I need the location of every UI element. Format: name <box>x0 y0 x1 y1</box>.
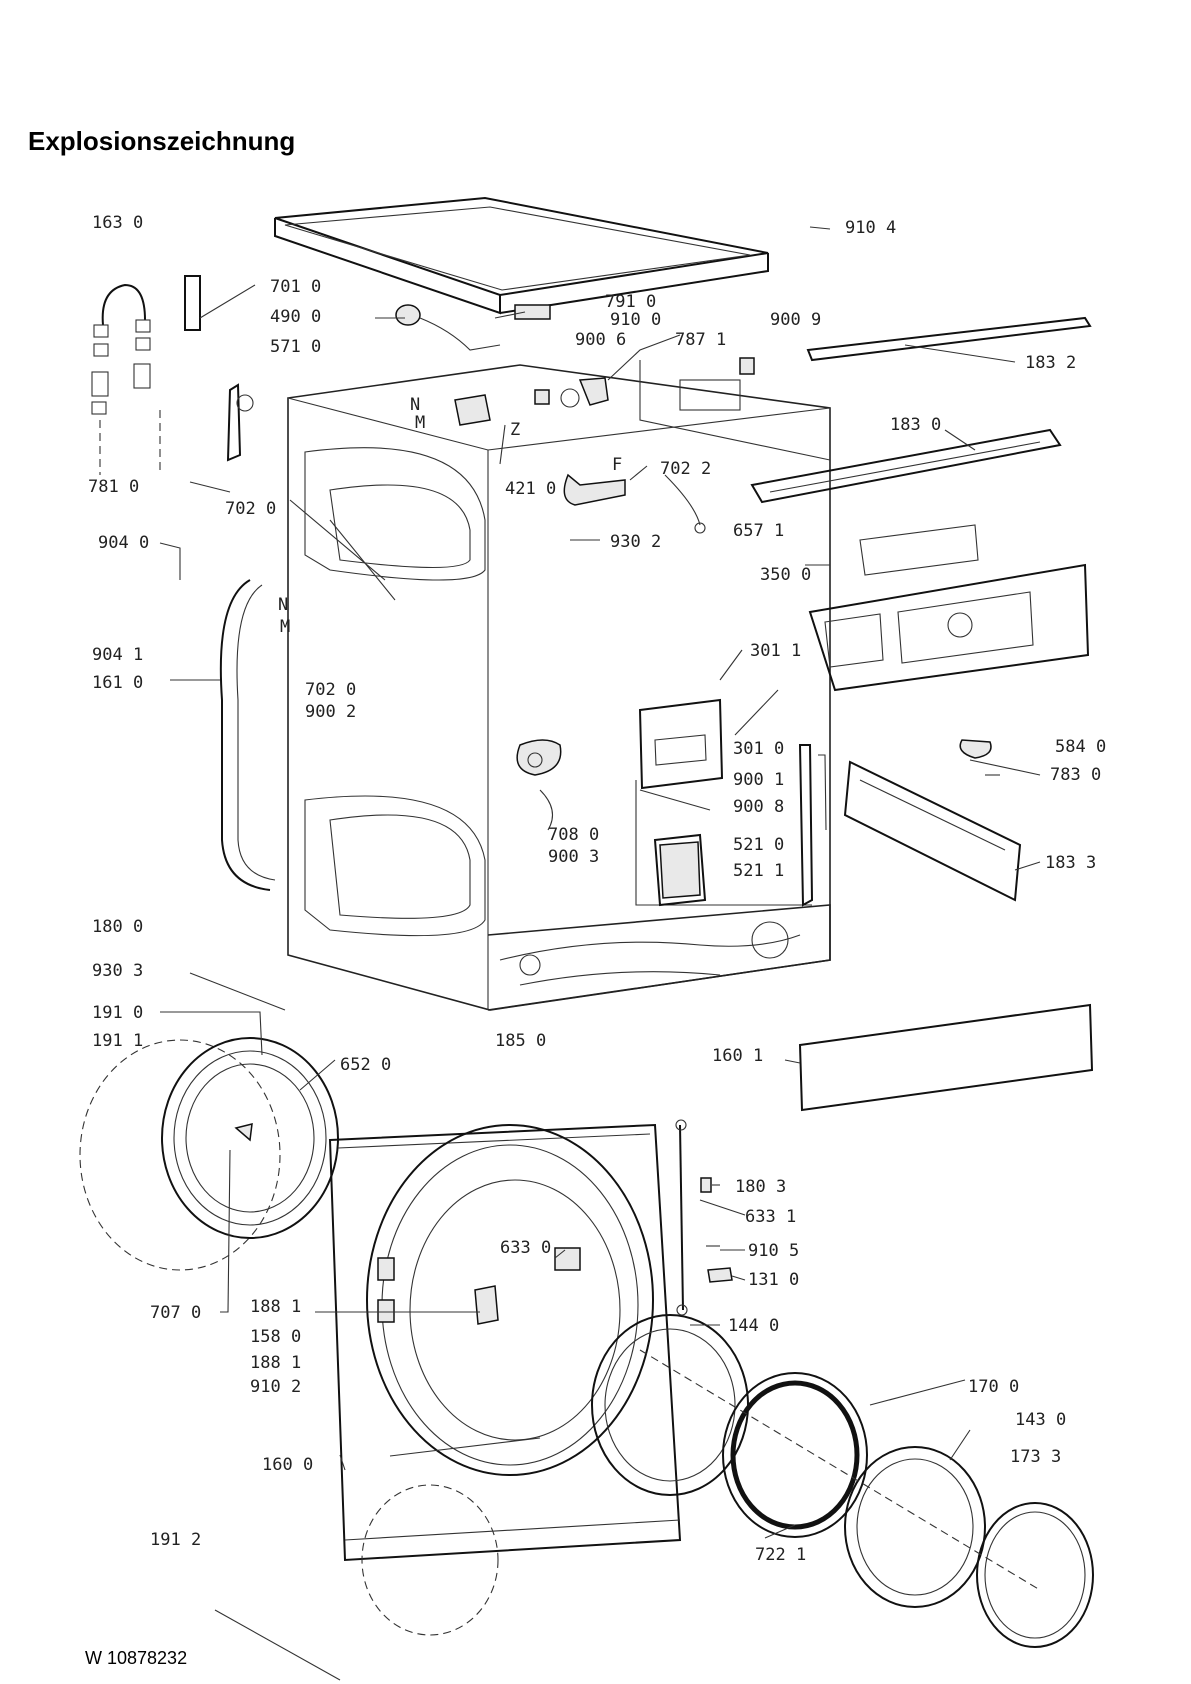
part-label: 183 0 <box>890 415 941 435</box>
part-label: 787 1 <box>675 330 726 350</box>
part-label: 900 6 <box>575 330 626 350</box>
door-assembly <box>591 1314 1094 1648</box>
part-label: 910 0 <box>610 310 661 330</box>
part-label: 904 0 <box>98 533 149 553</box>
part-label: 707 0 <box>150 1303 201 1323</box>
cabinet-body <box>287 360 831 1011</box>
callout-letters: N M N M Z F <box>278 395 622 637</box>
part-label: 185 0 <box>495 1031 546 1051</box>
callout-letter: M <box>280 617 290 637</box>
electronics-module <box>635 744 827 907</box>
part-label: 191 1 <box>92 1031 143 1051</box>
part-label: 160 1 <box>712 1046 763 1066</box>
part-label: 900 8 <box>733 797 784 817</box>
part-label: 144 0 <box>728 1316 779 1336</box>
part-label: 191 2 <box>150 1530 201 1550</box>
part-label: 702 2 <box>660 459 711 479</box>
part-label: 900 9 <box>770 310 821 330</box>
part-label: 904 1 <box>92 645 143 665</box>
part-label: 188 1 <box>250 1297 301 1317</box>
part-label: 783 0 <box>1050 765 1101 785</box>
part-label: 131 0 <box>748 1270 799 1290</box>
page-title: Explosionszeichnung <box>28 126 296 156</box>
part-label: 161 0 <box>92 673 143 693</box>
callout-letter: F <box>612 455 622 475</box>
leader-lines <box>159 284 1041 1681</box>
part-label: 930 2 <box>610 532 661 552</box>
part-label: 421 0 <box>505 479 556 499</box>
rear-rail <box>843 739 1022 902</box>
detergent-drawer <box>516 698 724 831</box>
part-label: 521 0 <box>733 835 784 855</box>
callout-letter: N <box>410 395 420 415</box>
callout-letter: N <box>278 595 288 615</box>
callout-letter: Z <box>510 420 520 440</box>
part-label: 521 1 <box>733 861 784 881</box>
part-label: 180 3 <box>735 1177 786 1197</box>
part-labels: 163 0 910 4 701 0 490 0 571 0 791 0 910 … <box>88 213 1106 1565</box>
part-label: 910 2 <box>250 1377 301 1397</box>
front-panel <box>328 1123 682 1636</box>
part-label: 183 2 <box>1025 353 1076 373</box>
drain-hose-mid <box>563 473 706 541</box>
part-label: 900 3 <box>548 847 599 867</box>
part-label: 173 3 <box>1010 1447 1061 1467</box>
part-label: 183 3 <box>1045 853 1096 873</box>
part-label: 158 0 <box>250 1327 301 1347</box>
part-label: 930 3 <box>92 961 143 981</box>
valve-bracket <box>184 275 254 462</box>
part-label: 791 0 <box>605 292 656 312</box>
part-label: 170 0 <box>968 1377 1019 1397</box>
part-label: 160 0 <box>262 1455 313 1475</box>
part-label: 701 0 <box>270 277 321 297</box>
part-label: 900 2 <box>305 702 356 722</box>
hinge-and-cable <box>675 1119 733 1316</box>
part-label: 350 0 <box>760 565 811 585</box>
part-label: 702 0 <box>305 680 356 700</box>
part-label: 188 1 <box>250 1353 301 1373</box>
tub-front <box>79 1037 339 1271</box>
part-label: 191 0 <box>92 1003 143 1023</box>
callout-letter: M <box>415 413 425 433</box>
part-label: 910 5 <box>748 1241 799 1261</box>
part-label: 490 0 <box>270 307 321 327</box>
inlet-hoses <box>91 283 161 475</box>
control-panel <box>808 524 1090 692</box>
part-label: 301 0 <box>733 739 784 759</box>
part-label: 708 0 <box>548 825 599 845</box>
part-label: 702 0 <box>225 499 276 519</box>
part-label: 900 1 <box>733 770 784 790</box>
part-label: 301 1 <box>750 641 801 661</box>
rails-right <box>750 316 1092 504</box>
part-label: 584 0 <box>1055 737 1106 757</box>
part-label: 180 0 <box>92 917 143 937</box>
part-label: 571 0 <box>270 337 321 357</box>
part-label: 163 0 <box>92 213 143 233</box>
part-label: 657 1 <box>733 521 784 541</box>
door-gasket-strip <box>219 579 276 891</box>
plinth-panel <box>798 1003 1094 1112</box>
part-label: 781 0 <box>88 477 139 497</box>
top-cover <box>274 196 769 315</box>
part-label: 652 0 <box>340 1055 391 1075</box>
part-label: 633 0 <box>500 1238 551 1258</box>
part-label: 143 0 <box>1015 1410 1066 1430</box>
document-code: W 10878232 <box>85 1648 188 1668</box>
part-label: 633 1 <box>745 1207 796 1227</box>
part-label: 910 4 <box>845 218 896 238</box>
part-label: 722 1 <box>755 1545 806 1565</box>
small-parts-top <box>395 226 831 426</box>
